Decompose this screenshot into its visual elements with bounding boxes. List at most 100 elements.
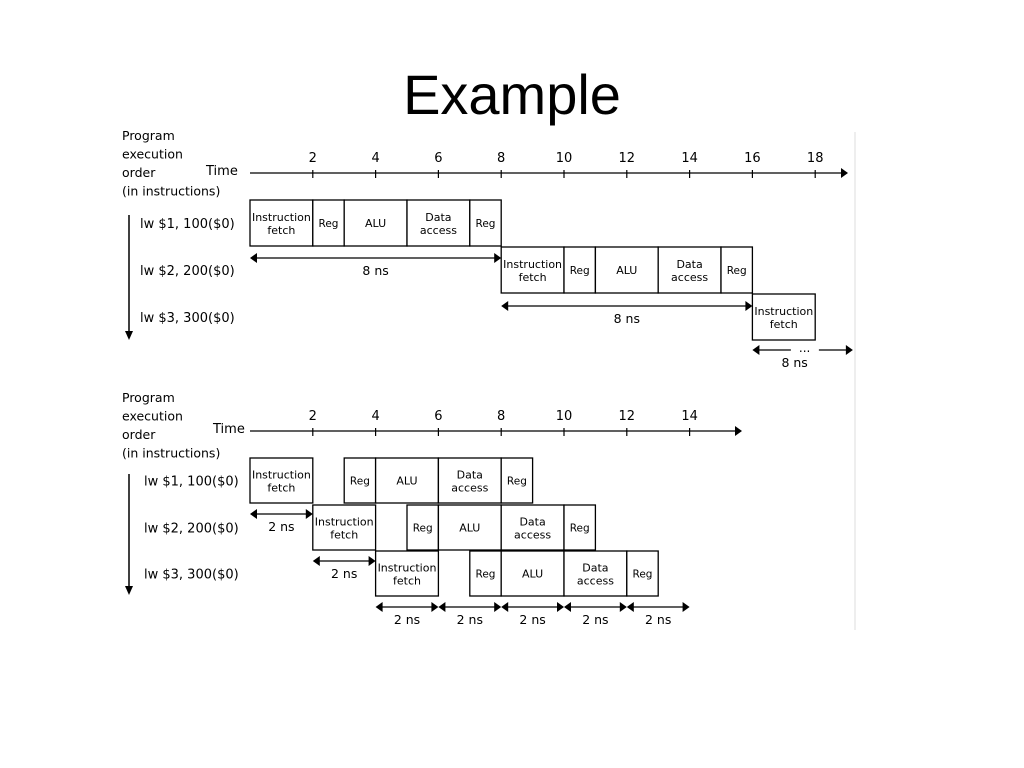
time-label: Time xyxy=(212,422,245,437)
interval-arrow-left xyxy=(375,602,383,612)
interval-label: 8 ns xyxy=(362,263,388,278)
stage-label-line: Instruction xyxy=(503,258,562,271)
interval-arrow-right xyxy=(368,556,376,566)
stage-box xyxy=(563,550,628,597)
interval-arrow-right xyxy=(557,602,564,612)
stage-box xyxy=(249,457,314,504)
stage-label-line: access xyxy=(514,529,551,542)
interval-label: 2 ns xyxy=(457,612,483,627)
stage-label: Reg xyxy=(727,265,747,277)
stage-label-line: Instruction xyxy=(252,211,311,224)
stage-box xyxy=(437,504,502,551)
time-tick-label: 12 xyxy=(619,409,636,424)
stage-box xyxy=(312,504,377,551)
stage-label: Reg xyxy=(570,265,590,277)
stage-label-line: fetch xyxy=(393,575,421,588)
interval-label: 2 ns xyxy=(394,612,420,627)
stage-label: Reg xyxy=(570,523,590,535)
stage-label: ALU xyxy=(522,568,543,581)
instruction-label: lw $3, 300($0) xyxy=(140,311,235,326)
interval-arrow-right xyxy=(619,602,627,612)
interval-arrow-left xyxy=(312,556,320,566)
stage-box xyxy=(720,246,754,294)
time-tick-label: 2 xyxy=(309,151,317,166)
interval-arrow-left xyxy=(501,301,509,311)
stage-label: ALU xyxy=(396,475,417,488)
stage-box xyxy=(343,457,377,504)
stage-label-line: access xyxy=(671,271,708,284)
stage-label-line: Instruction xyxy=(754,305,813,318)
stage-label: Reg xyxy=(319,218,339,230)
program-order-arrow xyxy=(125,586,133,595)
time-axis-arrow xyxy=(735,426,742,436)
interval-arrow-right xyxy=(845,345,853,355)
interval-arrow-right xyxy=(494,253,502,263)
stage-label-line: fetch xyxy=(267,482,295,495)
interval-label: 2 ns xyxy=(582,612,608,627)
time-tick-label: 8 xyxy=(497,151,505,166)
stage-label-line: Data xyxy=(582,562,608,575)
time-axis-arrow xyxy=(841,168,848,178)
stage-label-line: access xyxy=(451,482,488,495)
stage-label-line: Data xyxy=(676,258,702,271)
interval-arrow-left xyxy=(564,602,571,612)
time-tick-label: 14 xyxy=(681,409,698,424)
stage-box xyxy=(469,199,502,247)
time-tick-label: 12 xyxy=(619,151,636,166)
stage-label-line: Instruction xyxy=(315,516,374,529)
stage-box xyxy=(406,199,471,247)
stage-box xyxy=(594,246,659,294)
interval-label: 2 ns xyxy=(645,612,671,627)
stage-label: Reg xyxy=(507,476,527,488)
time-tick-label: 4 xyxy=(371,151,379,166)
stage-label-line: fetch xyxy=(330,529,358,542)
stage-label-line: fetch xyxy=(267,224,295,237)
stage-box xyxy=(657,246,722,294)
stage-box xyxy=(626,550,659,597)
stage-box xyxy=(469,550,502,597)
program-order-arrow xyxy=(125,331,133,340)
stage-label-line: access xyxy=(420,224,457,237)
stage-label-line: fetch xyxy=(770,318,798,331)
stage-box xyxy=(500,504,565,551)
interval-arrow-left xyxy=(250,509,257,519)
stage-label-line: Data xyxy=(457,469,483,482)
stage-label: ALU xyxy=(459,522,480,535)
interval-continuation: ... xyxy=(799,341,810,355)
time-tick-label: 6 xyxy=(434,151,442,166)
interval-label: 2 ns xyxy=(519,612,545,627)
y-axis-label-line: (in instructions) xyxy=(122,184,220,199)
stage-label: Reg xyxy=(633,569,653,581)
stage-label-line: Data xyxy=(425,211,451,224)
y-axis-label-line: execution xyxy=(122,409,183,424)
y-axis-label-line: order xyxy=(122,427,156,442)
interval-arrow-right xyxy=(745,301,753,311)
y-axis-label-line: execution xyxy=(122,147,183,162)
interval-arrow-right xyxy=(431,602,439,612)
interval-label: 8 ns xyxy=(614,311,640,326)
interval-label: 2 ns xyxy=(331,566,357,581)
stage-label-line: fetch xyxy=(519,271,547,284)
stage-label-line: Instruction xyxy=(252,469,311,482)
stage-box xyxy=(437,457,502,504)
interval-label: 8 ns xyxy=(781,355,807,370)
stage-label-line: Data xyxy=(519,516,545,529)
stage-label: Reg xyxy=(413,523,433,535)
time-tick-label: 4 xyxy=(371,409,379,424)
interval-arrow-left xyxy=(501,602,509,612)
interval-label: 2 ns xyxy=(268,519,294,534)
time-tick-label: 6 xyxy=(434,409,442,424)
stage-label: ALU xyxy=(616,264,637,277)
interval-arrow-left xyxy=(752,345,760,355)
stage-box xyxy=(374,457,440,504)
time-tick-label: 10 xyxy=(556,409,573,424)
